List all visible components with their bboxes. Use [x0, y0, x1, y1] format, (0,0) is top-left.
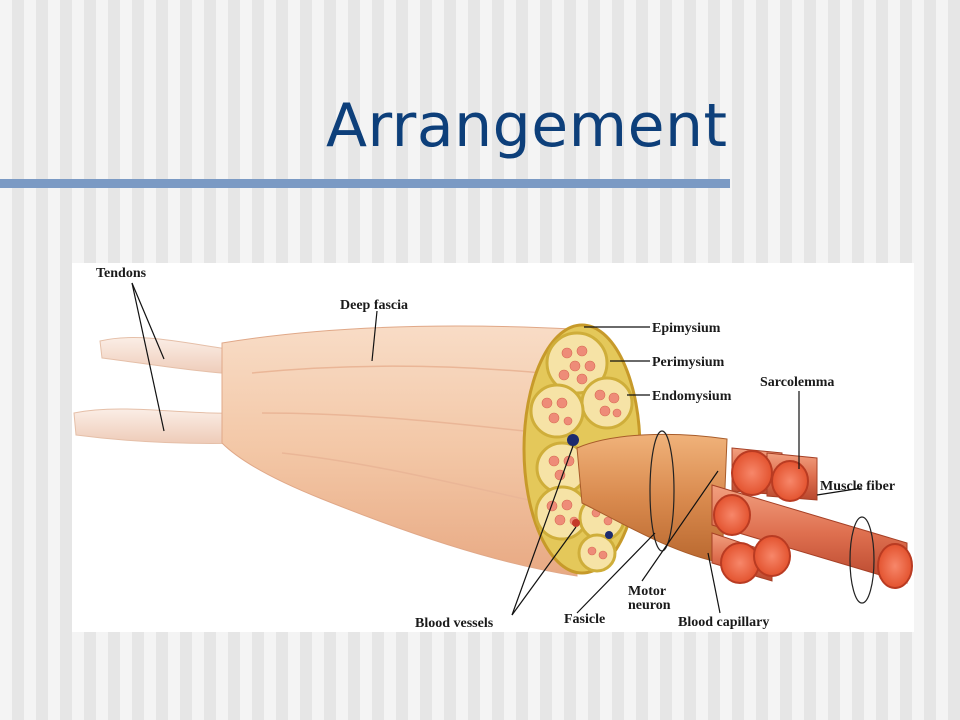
blood-vessel-blue — [567, 434, 579, 446]
muscle-belly — [221, 325, 578, 577]
label-tendons: Tendons — [96, 266, 147, 281]
muscle-diagram-svg: Tendons Deep fascia Epimysium Perimysium… — [73, 266, 913, 631]
label-sarcolemma: Sarcolemma — [760, 375, 834, 390]
label-perimysium: Perimysium — [652, 355, 725, 370]
blood-vessel-red — [572, 519, 580, 527]
label-epimysium: Epimysium — [652, 321, 721, 336]
label-blood-vessels: Blood vessels — [415, 616, 494, 631]
blood-vessel-dark — [605, 531, 613, 539]
label-fasicle: Fasicle — [564, 612, 605, 627]
label-blood-capillary: Blood capillary — [678, 615, 769, 630]
fascicle-fibers — [541, 345, 622, 560]
leader-lines — [131, 282, 863, 616]
title-underline — [0, 179, 730, 188]
muscle-diagram: Tendons Deep fascia Epimysium Perimysium… — [72, 263, 914, 632]
fascia-lines — [251, 365, 543, 504]
muscle-fiber-ring — [849, 516, 875, 604]
label-neuron: neuron — [628, 598, 671, 613]
slide-title: Arrangement — [326, 91, 728, 161]
label-deep-fascia: Deep fascia — [340, 298, 408, 313]
label-endomysium: Endomysium — [652, 389, 732, 404]
fiber-ends — [713, 450, 913, 589]
label-motor: Motor — [628, 584, 666, 599]
label-muscle-fiber: Muscle fiber — [820, 479, 895, 494]
